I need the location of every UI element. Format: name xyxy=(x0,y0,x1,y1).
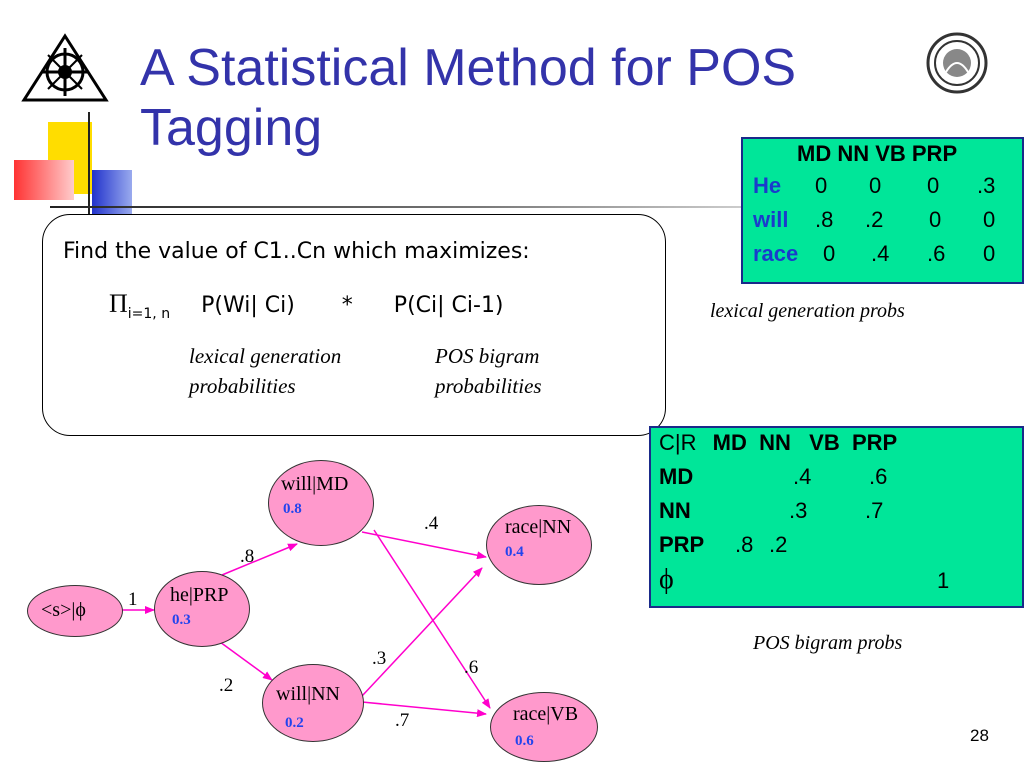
edge-willmd-racenn xyxy=(361,531,487,560)
edge-he-willnn xyxy=(219,641,273,681)
lexical-table-caption: lexical generation probs xyxy=(710,300,905,322)
lexical-cell: 0 xyxy=(929,207,942,232)
node-race-vb: race|VB 0.6 xyxy=(490,692,598,762)
formula-box: Find the value of C1..Cn which maximizes… xyxy=(42,214,666,436)
decor-hline xyxy=(50,206,900,208)
lexical-row-he: He 0 0 0 .3 xyxy=(753,173,1018,199)
lexical-word: race xyxy=(753,241,799,266)
node-start: <s>|ϕ xyxy=(27,585,123,637)
node-label: <s>|ϕ xyxy=(41,599,86,621)
lexical-row-will: will .8 .2 0 0 xyxy=(753,207,1018,233)
node-prob: 0.2 xyxy=(285,715,304,731)
node-race-nn: race|NN 0.4 xyxy=(486,505,592,585)
decor-red-block xyxy=(14,160,74,200)
bigram-cell: .4 xyxy=(793,464,812,489)
title-line-1: A Statistical Method for POS xyxy=(140,39,797,97)
lexical-word: He xyxy=(753,173,782,198)
node-will-md: will|MD 0.8 xyxy=(268,460,374,546)
note-bigram: POS bigram probabilities xyxy=(435,341,542,401)
lexical-cell: 0 xyxy=(927,173,940,198)
node-label: race|VB xyxy=(513,703,579,725)
lexical-cell: .2 xyxy=(865,207,884,232)
node-prob: 0.6 xyxy=(515,733,534,749)
note-bigram-line2: probabilities xyxy=(435,374,542,398)
note-lexical-line2: probabilities xyxy=(189,374,296,398)
bigram-cell: .8 xyxy=(735,532,754,557)
bigram-table-header-row: C|R MD NN VB PRP xyxy=(659,430,897,456)
edge-willnn-racevb xyxy=(361,701,487,718)
slide-title: A Statistical Method for POS Tagging xyxy=(140,38,940,158)
pi-symbol: Π xyxy=(109,289,128,318)
formula-subscript: i=1, n xyxy=(127,306,171,322)
node-prob: 0.3 xyxy=(172,612,191,628)
node-label: will|NN xyxy=(276,683,341,705)
decor-vline xyxy=(88,112,90,224)
edge-label-he-willnn: .2 xyxy=(219,675,234,696)
lexical-cell: 0 xyxy=(869,173,882,198)
bigram-row-prp: PRP .8 .2 xyxy=(659,532,1019,558)
edge-willmd-racevb xyxy=(373,529,491,709)
bigram-tag: PRP xyxy=(659,532,705,557)
note-lexical: lexical generation probabilities xyxy=(189,341,341,401)
bigram-tag: ϕ xyxy=(659,564,674,595)
note-lexical-line1: lexical generation xyxy=(189,344,342,368)
page-number: 28 xyxy=(970,726,989,745)
bigram-cell: .6 xyxy=(869,464,888,489)
bigram-row-nn: NN .3 .7 xyxy=(659,498,1019,524)
lexical-cell: .6 xyxy=(927,241,946,266)
university-logo-left xyxy=(20,32,110,104)
formula-term-lexical: P(Wi| Ci) xyxy=(201,293,295,318)
edge-label-willmd-racenn: .4 xyxy=(424,513,439,534)
formula-intro: Find the value of C1..Cn which maximizes… xyxy=(63,239,530,264)
bigram-tag: MD xyxy=(659,464,694,489)
bigram-cell: 1 xyxy=(937,568,950,593)
edge-he-willmd xyxy=(221,543,298,576)
node-he-prp: he|PRP 0.3 xyxy=(154,571,250,647)
lexical-cell: .8 xyxy=(815,207,834,232)
bigram-tag: NN xyxy=(659,498,691,523)
note-bigram-line1: POS bigram xyxy=(435,344,540,368)
edge-label-he-willmd: .8 xyxy=(240,546,255,567)
bigram-cell: .2 xyxy=(769,532,788,557)
lexical-word: will xyxy=(753,207,789,232)
title-line-2: Tagging xyxy=(140,99,323,157)
node-prob: 0.8 xyxy=(283,501,302,517)
node-label: he|PRP xyxy=(170,584,229,606)
bigram-row-md: MD .4 .6 xyxy=(659,464,1019,490)
lexical-cell: .3 xyxy=(977,173,996,198)
node-label: will|MD xyxy=(281,473,349,495)
lexical-cell: .4 xyxy=(871,241,890,266)
edge-willnn-racenn xyxy=(361,567,483,697)
lexical-cell: 0 xyxy=(983,207,996,232)
lexical-table-header: MD NN VB PRP xyxy=(797,141,958,166)
bigram-table-header: MD NN VB PRP xyxy=(712,430,898,455)
node-label: race|NN xyxy=(505,516,572,538)
edge-label-willmd-racevb: .6 xyxy=(464,657,479,678)
lexical-cell: 0 xyxy=(815,173,828,198)
bigram-table-caption: POS bigram probs xyxy=(753,632,903,654)
node-prob: 0.4 xyxy=(505,544,524,560)
formula-times: * xyxy=(341,293,353,318)
lexical-cell: 0 xyxy=(823,241,836,266)
university-logo-right xyxy=(926,32,988,94)
bigram-table: C|R MD NN VB PRP MD .4 .6 NN .3 .7 PRP .… xyxy=(649,426,1024,608)
bigram-cell: .3 xyxy=(789,498,808,523)
node-will-nn: will|NN 0.2 xyxy=(262,664,364,742)
bigram-corner: C|R xyxy=(659,430,697,455)
lexical-table: MD NN VB PRP He 0 0 0 .3 will .8 .2 0 0 … xyxy=(741,137,1024,284)
edge-label-willnn-racenn: .3 xyxy=(372,648,387,669)
lexical-cell: 0 xyxy=(983,241,996,266)
lexical-row-race: race 0 .4 .6 0 xyxy=(753,241,1018,267)
edge-label-willnn-racevb: .7 xyxy=(395,710,410,731)
edge-label-s-he: 1 xyxy=(128,589,138,610)
bigram-row-phi: ϕ 1 xyxy=(659,564,1019,596)
formula-term-bigram: P(Ci| Ci-1) xyxy=(393,293,504,318)
formula-expression: Πi=1, n P(Wi| Ci) * P(Ci| Ci-1) xyxy=(109,289,504,322)
bigram-cell: .7 xyxy=(865,498,884,523)
